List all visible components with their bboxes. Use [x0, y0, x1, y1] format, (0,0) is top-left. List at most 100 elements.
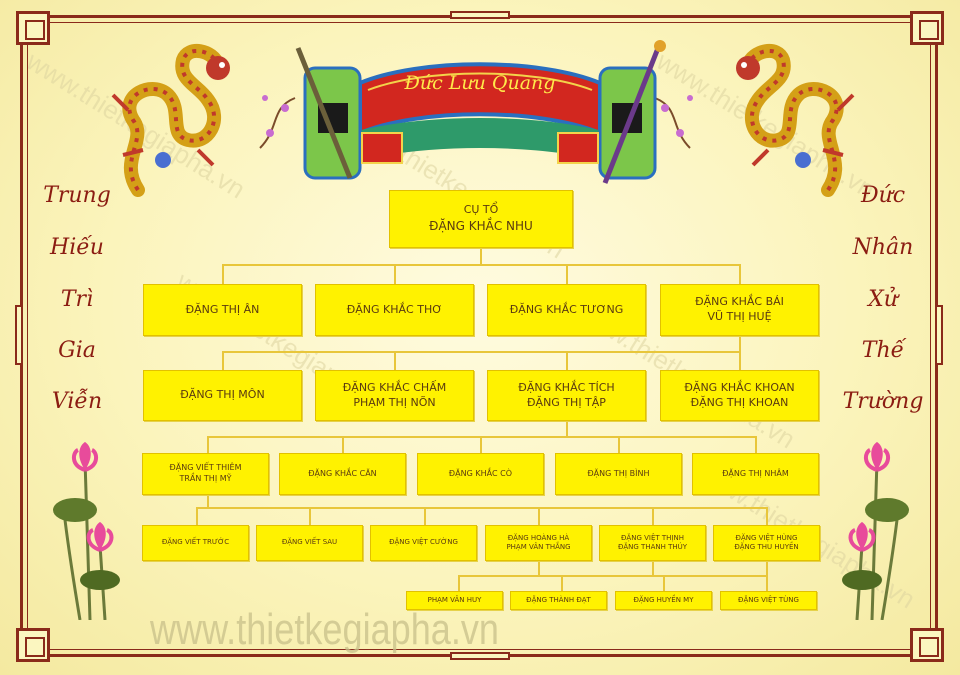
couplet-word: Đức: [860, 183, 906, 208]
frame-ornament: [15, 305, 23, 365]
dragon-right-icon: [736, 44, 855, 197]
connector-line: [766, 575, 768, 591]
couplet-word: Nhân: [852, 235, 914, 260]
connector-line: [566, 351, 568, 370]
connector-line: [538, 507, 540, 525]
tree-node: ĐẶNG KHẮC THƠ: [315, 284, 474, 336]
connector-line: [424, 507, 426, 525]
tree-node-root: CỤ TỔ ĐẶNG KHẮC NHU: [389, 190, 573, 248]
node-name: ĐẶNG THỊ ÂN: [185, 302, 260, 316]
node-name: ĐẶNG THỊ NHÂM: [722, 468, 789, 478]
couplet-word: Trung: [43, 183, 111, 208]
connector-line: [222, 264, 224, 284]
node-name: ĐẶNG VIẾT TRƯỚC: [161, 538, 230, 547]
tree-node: ĐẶNG VIỆT THỊNH ĐẶNG THANH THÚY: [599, 525, 706, 561]
connector-line: [207, 436, 209, 453]
frame-ornament: [935, 305, 943, 365]
node-name: ĐẶNG KHẮC KHOAN: [684, 380, 795, 394]
tree-node: ĐẶNG VIẾT TRƯỚC: [142, 525, 249, 561]
connector-line: [207, 436, 757, 438]
connector-line: [561, 575, 563, 591]
tree-node: ĐẶNG THỊ BÌNH: [555, 453, 682, 495]
tree-node: ĐẶNG HUYỀN MY: [615, 591, 712, 610]
node-name: ĐẶNG KHẮC CÒ: [448, 468, 513, 478]
connector-line: [394, 264, 396, 284]
node-name: CỤ TỔ: [463, 203, 499, 217]
node-name: ĐẶNG VIẾT THIÊM: [169, 463, 242, 473]
connector-line: [480, 436, 482, 453]
node-name: ĐẶNG THỊ MÔN: [180, 388, 265, 402]
lotus-right-icon: [842, 442, 909, 620]
node-name: ĐẶNG KHẮC TÍCH: [518, 380, 615, 394]
connector-line: [755, 436, 757, 453]
node-spouse: ĐẶNG THU HUYỀN: [734, 543, 799, 551]
node-name: ĐẶNG VIỆT TÙNG: [738, 595, 799, 604]
connector-line: [766, 561, 768, 576]
connector-line: [739, 264, 741, 284]
couplet-word: Thế: [861, 338, 905, 363]
node-name: ĐẶNG KHẮC BÁI: [695, 295, 784, 309]
connector-line: [309, 507, 311, 525]
tree-node: ĐẶNG VIỆT HÙNG ĐẶNG THU HUYỀN: [713, 525, 820, 561]
node-spouse: ĐẶNG THỊ KHOAN: [690, 395, 789, 409]
scroll-banner: [259, 40, 693, 184]
connector-line: [207, 495, 209, 508]
watermark-url: www.thietkegiapha.vn: [150, 605, 499, 654]
node-spouse: TRẦN THỊ MỸ: [179, 474, 232, 483]
connector-line: [739, 351, 741, 370]
tree-node: ĐẶNG THỊ MÔN: [143, 370, 302, 421]
tree-node: ĐẶNG VIẾT THIÊM TRẦN THỊ MỸ: [142, 453, 269, 495]
tree-node: ĐẶNG VIỆT CƯỜNG: [370, 525, 477, 561]
corner-ornament: [16, 11, 50, 45]
corner-ornament: [910, 628, 944, 662]
connector-line: [222, 351, 740, 353]
tree-node: ĐẶNG THỊ ÂN: [143, 284, 302, 336]
connector-line: [566, 264, 568, 284]
couplet-word: Hiếu: [50, 235, 104, 260]
tree-node: ĐẶNG KHẮC CHẤM PHẠM THỊ NÕN: [315, 370, 474, 421]
connector-line: [652, 561, 654, 576]
node-name: ĐẶNG HUYỀN MY: [633, 595, 694, 604]
connector-line: [196, 507, 198, 525]
connector-line: [480, 248, 482, 264]
connector-line: [652, 507, 654, 525]
lotus-left-icon: [53, 442, 120, 620]
banner-title: Đức Lưu Quang: [404, 72, 556, 94]
node-name: ĐẶNG KHẮC TƯƠNG: [509, 302, 624, 316]
node-name: ĐẶNG VIỆT CƯỜNG: [389, 538, 458, 547]
tree-node: PHẠM VÂN HUY: [406, 591, 503, 610]
couplet-word: Viễn: [51, 389, 103, 414]
node-spouse: ĐẶNG THỊ TẬP: [527, 395, 606, 409]
connector-line: [342, 436, 344, 453]
connector-line: [222, 351, 224, 370]
tree-node: ĐẶNG THÀNH ĐẠT: [510, 591, 607, 610]
node-name: ĐẶNG THÀNH ĐẠT: [526, 595, 591, 604]
tree-node: ĐẶNG KHẮC KHOAN ĐẶNG THỊ KHOAN: [660, 370, 819, 421]
node-spouse: PHẠM THỊ NÕN: [353, 395, 436, 409]
connector-line: [566, 421, 568, 437]
tree-node: ĐẶNG THỊ NHÂM: [692, 453, 819, 495]
node-name: ĐẶNG KHẮC CHẤM: [342, 380, 447, 394]
tree-node: ĐẶNG KHẮC TÍCH ĐẶNG THỊ TẬP: [487, 370, 646, 421]
node-name: ĐẶNG KHẮC CĂN: [308, 468, 377, 478]
node-spouse: PHẠM VÂN THẮNG: [506, 543, 571, 551]
connector-line: [663, 575, 665, 591]
couplet-word: Xử: [868, 287, 898, 312]
connector-line: [538, 561, 540, 576]
connector-line: [618, 436, 620, 453]
node-name: ĐẶNG HOÀNG HÀ: [507, 533, 570, 542]
node-name: ĐẶNG THỊ BÌNH: [587, 468, 650, 478]
tree-node: ĐẶNG KHẮC BÁI VŨ THỊ HUỆ: [660, 284, 819, 336]
node-name: PHẠM VÂN HUY: [427, 595, 482, 604]
connector-line: [196, 507, 767, 509]
node-name: ĐẶNG VIỆT THỊNH: [621, 533, 684, 542]
tree-node: ĐẶNG VIỆT TÙNG: [720, 591, 817, 610]
dragon-left-icon: [111, 44, 230, 197]
frame-ornament: [450, 11, 510, 19]
couplet-word: Trường: [842, 389, 924, 414]
couplet-word: Trì: [60, 287, 94, 312]
node-name: ĐẶNG VIẾT SAU: [281, 538, 338, 547]
couplet-word: Gia: [58, 338, 96, 363]
inner-frame: [27, 22, 931, 650]
